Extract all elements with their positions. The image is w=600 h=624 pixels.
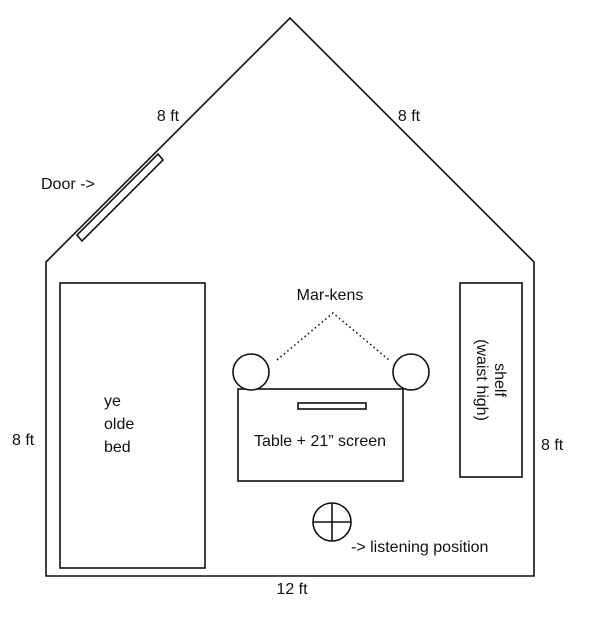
table (237, 388, 404, 482)
speaker-left (232, 353, 270, 391)
bed-label-line1: ye (104, 393, 121, 410)
left-wall-dimension: 8 ft (12, 432, 35, 449)
right-wall-dimension: 8 ft (541, 437, 564, 454)
room-outline (45, 16, 535, 577)
door-label: Door -> (41, 176, 95, 193)
speaker-right (392, 353, 430, 391)
door (75, 152, 165, 243)
listening-position-crosshair (312, 502, 352, 542)
roof-left-dimension: 8 ft (157, 108, 180, 125)
shelf-label-line1: shelf (491, 363, 508, 397)
bed (59, 282, 206, 569)
bed-label-line2: olde (104, 416, 134, 433)
bed-label-line3: bed (104, 439, 131, 456)
shelf-label-line2: (waist high) (473, 339, 490, 421)
table-label: Table + 21” screen (254, 433, 386, 450)
shelf-label: shelf (waist high) (473, 339, 508, 421)
listening-position-label: -> listening position (351, 539, 488, 556)
shelf (459, 282, 523, 478)
speaker-pointer-lines (276, 311, 390, 361)
screen (297, 402, 367, 410)
floor-dimension: 12 ft (276, 581, 308, 598)
roof-right-dimension: 8 ft (398, 108, 421, 125)
speakers-label: Mar-kens (297, 287, 364, 304)
